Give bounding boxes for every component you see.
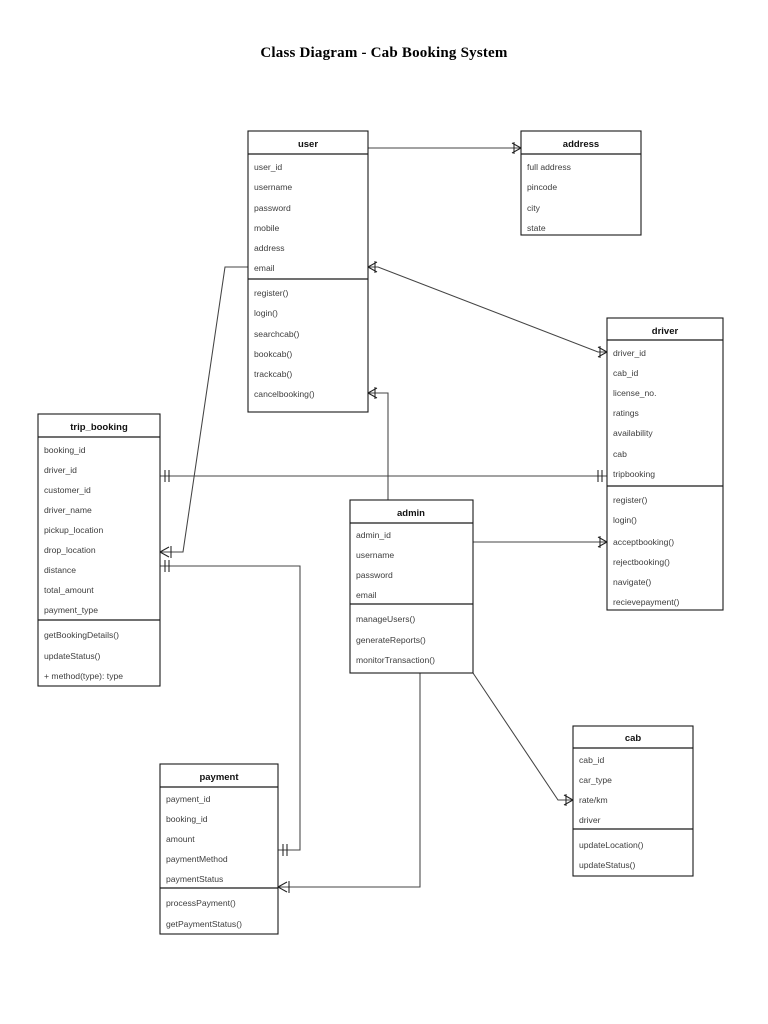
class-box-user[interactable]: user user_id username password mobile ad… xyxy=(247,130,369,413)
method: manageUsers() xyxy=(356,614,415,624)
class-box-cab[interactable]: cab cab_id car_type rate/km driver updat… xyxy=(572,725,694,877)
attribute: driver_id xyxy=(613,348,646,358)
relationship-layer xyxy=(159,142,608,893)
attribute: driver xyxy=(579,815,601,825)
attribute: city xyxy=(527,203,541,213)
rel-user-admin[interactable] xyxy=(367,387,389,500)
attribute: distance xyxy=(44,565,76,575)
method: getBookingDetails() xyxy=(44,630,119,640)
method: updateStatus() xyxy=(44,651,101,661)
attribute: state xyxy=(527,223,546,233)
class-name-admin: admin xyxy=(397,508,425,519)
attribute: amount xyxy=(166,834,195,844)
class-name-trip-booking: trip_booking xyxy=(70,422,128,433)
attribute: username xyxy=(254,182,292,192)
class-box-trip-booking[interactable]: trip_booking booking_id driver_id custom… xyxy=(37,413,161,687)
rel-admin-cab[interactable] xyxy=(472,672,574,806)
attribute: license_no. xyxy=(613,388,656,398)
method: searchcab() xyxy=(254,329,300,339)
method: getPaymentStatus() xyxy=(166,919,242,929)
attribute: booking_id xyxy=(44,445,86,455)
attribute: mobile xyxy=(254,223,280,233)
method: trackcab() xyxy=(254,369,292,379)
attribute: admin_id xyxy=(356,530,391,540)
class-name-user: user xyxy=(298,139,318,150)
method: processPayment() xyxy=(166,898,236,908)
attribute: availability xyxy=(613,428,653,438)
class-name-driver: driver xyxy=(652,326,679,337)
rel-user-tripbooking[interactable] xyxy=(159,266,248,558)
attribute: full address xyxy=(527,162,571,172)
rel-tripbooking-payment[interactable] xyxy=(160,560,301,856)
attribute: email xyxy=(254,263,275,273)
attribute: total_amount xyxy=(44,585,94,595)
attribute: cab_id xyxy=(613,368,639,378)
method: bookcab() xyxy=(254,349,292,359)
class-box-payment[interactable]: payment payment_id booking_id amount pay… xyxy=(159,763,279,935)
attribute: cab xyxy=(613,449,627,459)
rel-user-address[interactable] xyxy=(368,142,522,154)
attribute: paymentStatus xyxy=(166,874,223,884)
class-name-cab: cab xyxy=(625,733,642,744)
attribute: customer_id xyxy=(44,485,91,495)
attribute: pickup_location xyxy=(44,525,103,535)
rel-user-driver[interactable] xyxy=(367,261,608,358)
attribute: payment_id xyxy=(166,794,211,804)
attribute: tripbooking xyxy=(613,469,655,479)
attribute: password xyxy=(254,203,291,213)
attribute: car_type xyxy=(579,775,612,785)
attribute: drop_location xyxy=(44,545,96,555)
attribute: address xyxy=(254,243,285,253)
attribute: pincode xyxy=(527,182,557,192)
method: generateReports() xyxy=(356,635,426,645)
method: updateStatus() xyxy=(579,860,636,870)
method: navigate() xyxy=(613,577,651,587)
class-box-address[interactable]: address full address pincode city state xyxy=(520,130,642,236)
class-box-driver[interactable]: driver driver_id cab_id license_no. rati… xyxy=(606,317,724,611)
page-title: Class Diagram - Cab Booking System xyxy=(260,45,508,61)
rel-tripbooking-driver[interactable] xyxy=(160,470,607,482)
rel-admin-driver[interactable] xyxy=(473,536,608,548)
attribute: payment_type xyxy=(44,605,98,615)
attribute: user_id xyxy=(254,162,282,172)
rel-admin-payment[interactable] xyxy=(277,673,421,893)
attribute: driver_id xyxy=(44,465,77,475)
method: monitorTransaction() xyxy=(356,655,435,665)
method: login() xyxy=(613,515,637,525)
method: rejectbooking() xyxy=(613,557,670,567)
attribute: cab_id xyxy=(579,755,605,765)
attribute: password xyxy=(356,570,393,580)
attribute: driver_name xyxy=(44,505,92,515)
attribute: email xyxy=(356,590,377,600)
method: + method(type): type xyxy=(44,671,123,681)
method: updateLocation() xyxy=(579,840,644,850)
method: cancelbooking() xyxy=(254,389,315,399)
method: login() xyxy=(254,308,278,318)
attribute: ratings xyxy=(613,408,639,418)
attribute: paymentMethod xyxy=(166,854,228,864)
attribute: rate/km xyxy=(579,795,608,805)
method: acceptbooking() xyxy=(613,537,674,547)
method: register() xyxy=(613,495,648,505)
class-box-admin[interactable]: admin admin_id username password email m… xyxy=(349,499,474,674)
class-name-payment: payment xyxy=(199,772,239,783)
attribute: username xyxy=(356,550,394,560)
method: register() xyxy=(254,288,289,298)
attribute: booking_id xyxy=(166,814,208,824)
method: recievepayment() xyxy=(613,597,680,607)
class-name-address: address xyxy=(563,139,599,150)
